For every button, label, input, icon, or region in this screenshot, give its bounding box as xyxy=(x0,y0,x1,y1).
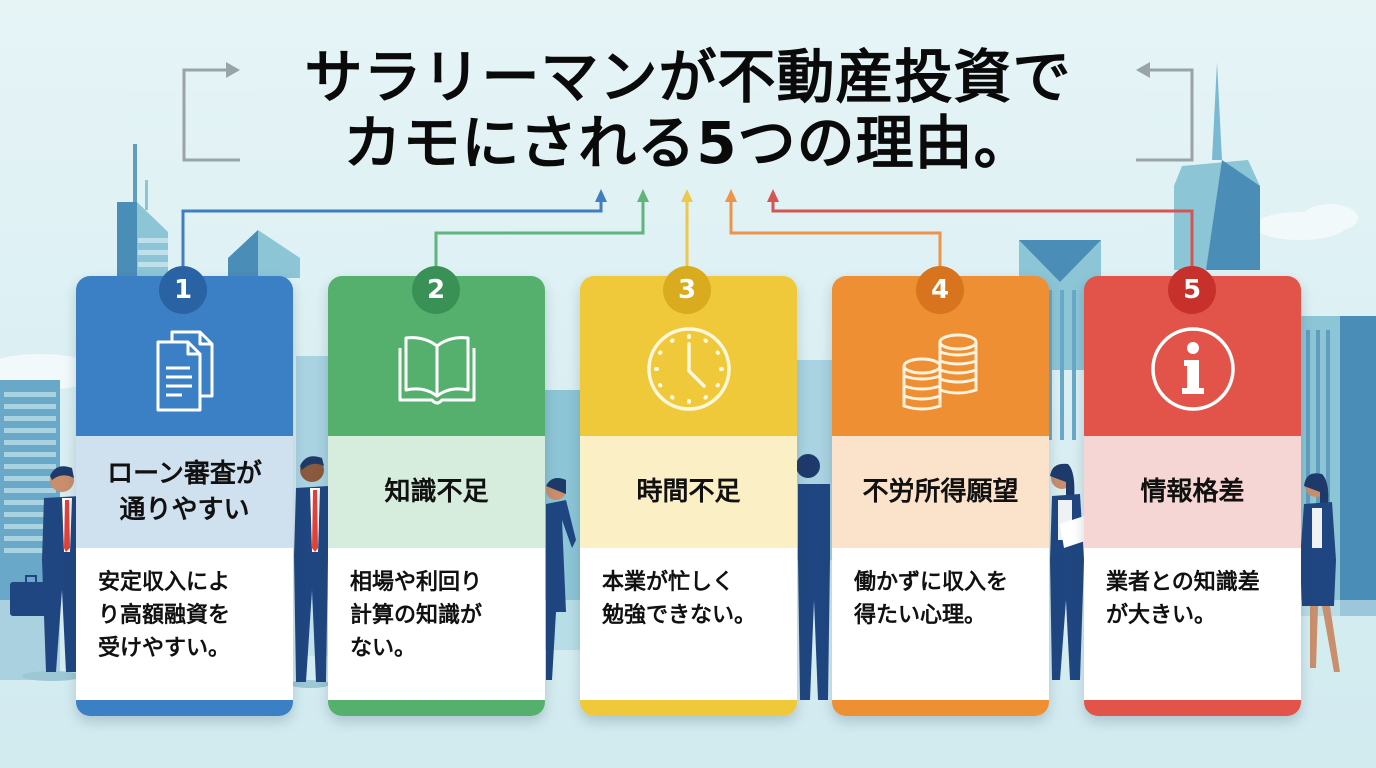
card-footer-strip xyxy=(832,700,1049,716)
title-bracket-left xyxy=(182,68,240,162)
person-businessman xyxy=(290,456,330,688)
card-description: 本業が忙しく 勉強できない。 xyxy=(580,548,797,700)
person-businessman-briefcase xyxy=(10,466,82,681)
card-description: 働かずに収入を 得たい心理。 xyxy=(832,548,1049,700)
connector-4 xyxy=(729,198,942,266)
number-badge-4: 4 xyxy=(916,266,964,314)
card-heading: 時間不足 xyxy=(636,477,741,507)
card-description: 業者との知識差 が大きい。 xyxy=(1084,548,1301,700)
arrow-up-icon xyxy=(595,189,607,202)
card-footer-strip xyxy=(1084,700,1301,716)
card-heading-band: 時間不足 xyxy=(580,436,797,548)
number-badge-1: 1 xyxy=(159,266,207,314)
arrow-up-icon xyxy=(681,189,693,202)
card-heading-band: 不労所得願望 xyxy=(832,436,1049,548)
page-title: サラリーマンが不動産投資で カモにされる5つの理由。 xyxy=(240,44,1136,176)
reason-card-5: 情報格差 業者との知識差 が大きい。 xyxy=(1084,276,1301,716)
clock-icon xyxy=(646,327,731,411)
bracket-arrow-left-icon xyxy=(1136,62,1150,78)
card-heading: 不労所得願望 xyxy=(862,477,1019,507)
connector-1 xyxy=(181,198,603,266)
card-footer-strip xyxy=(328,700,545,716)
card-heading-band: 知識不足 xyxy=(328,436,545,548)
connector-2 xyxy=(434,198,645,266)
card-heading-band: ローン審査が 通りやすい xyxy=(76,436,293,548)
card-heading: ローン審査が 通りやすい xyxy=(107,459,262,525)
card-description: 相場や利回り 計算の知識が ない。 xyxy=(328,548,545,700)
open-book-icon xyxy=(398,336,475,405)
connector-5 xyxy=(771,198,1194,266)
title-line-2: カモにされる5つの理由。 xyxy=(343,109,1033,177)
person-businesswoman-documents xyxy=(1050,463,1088,680)
number-badge-3: 3 xyxy=(663,266,711,314)
reason-card-2: 知識不足 相場や利回り 計算の知識が ない。 xyxy=(328,276,545,716)
arrow-up-icon xyxy=(637,189,649,202)
card-footer-strip xyxy=(580,700,797,716)
coin-stacks-icon xyxy=(902,333,977,411)
card-heading: 知識不足 xyxy=(384,477,489,507)
number-badge-2: 2 xyxy=(412,266,460,314)
person-businessman-back xyxy=(796,454,830,700)
skyline-right xyxy=(797,62,1376,616)
card-heading-band: 情報格差 xyxy=(1084,436,1301,548)
reason-card-4: 不労所得願望 働かずに収入を 得たい心理。 xyxy=(832,276,1049,716)
number-badge-5: 5 xyxy=(1168,266,1216,314)
reason-card-1: ローン審査が 通りやすい 安定収入によ り高額融資を 受けやすい。 xyxy=(76,276,293,716)
bracket-arrow-right-icon xyxy=(226,62,240,78)
arrow-up-icon xyxy=(725,189,737,202)
title-line-1: サラリーマンが不動産投資で xyxy=(304,43,1072,111)
card-description: 安定収入によ り高額融資を 受けやすい。 xyxy=(76,548,293,700)
person-businesswoman xyxy=(546,478,576,680)
info-icon xyxy=(1150,327,1235,411)
card-header xyxy=(328,276,545,436)
title-bracket-right xyxy=(1136,68,1194,162)
documents-icon xyxy=(156,330,213,412)
arrow-up-icon xyxy=(767,189,779,202)
reason-card-3: 時間不足 本業が忙しく 勉強できない。 xyxy=(580,276,797,716)
card-heading: 情報格差 xyxy=(1140,477,1245,507)
person-businesswoman-right xyxy=(1300,473,1340,672)
card-footer-strip xyxy=(76,700,293,716)
